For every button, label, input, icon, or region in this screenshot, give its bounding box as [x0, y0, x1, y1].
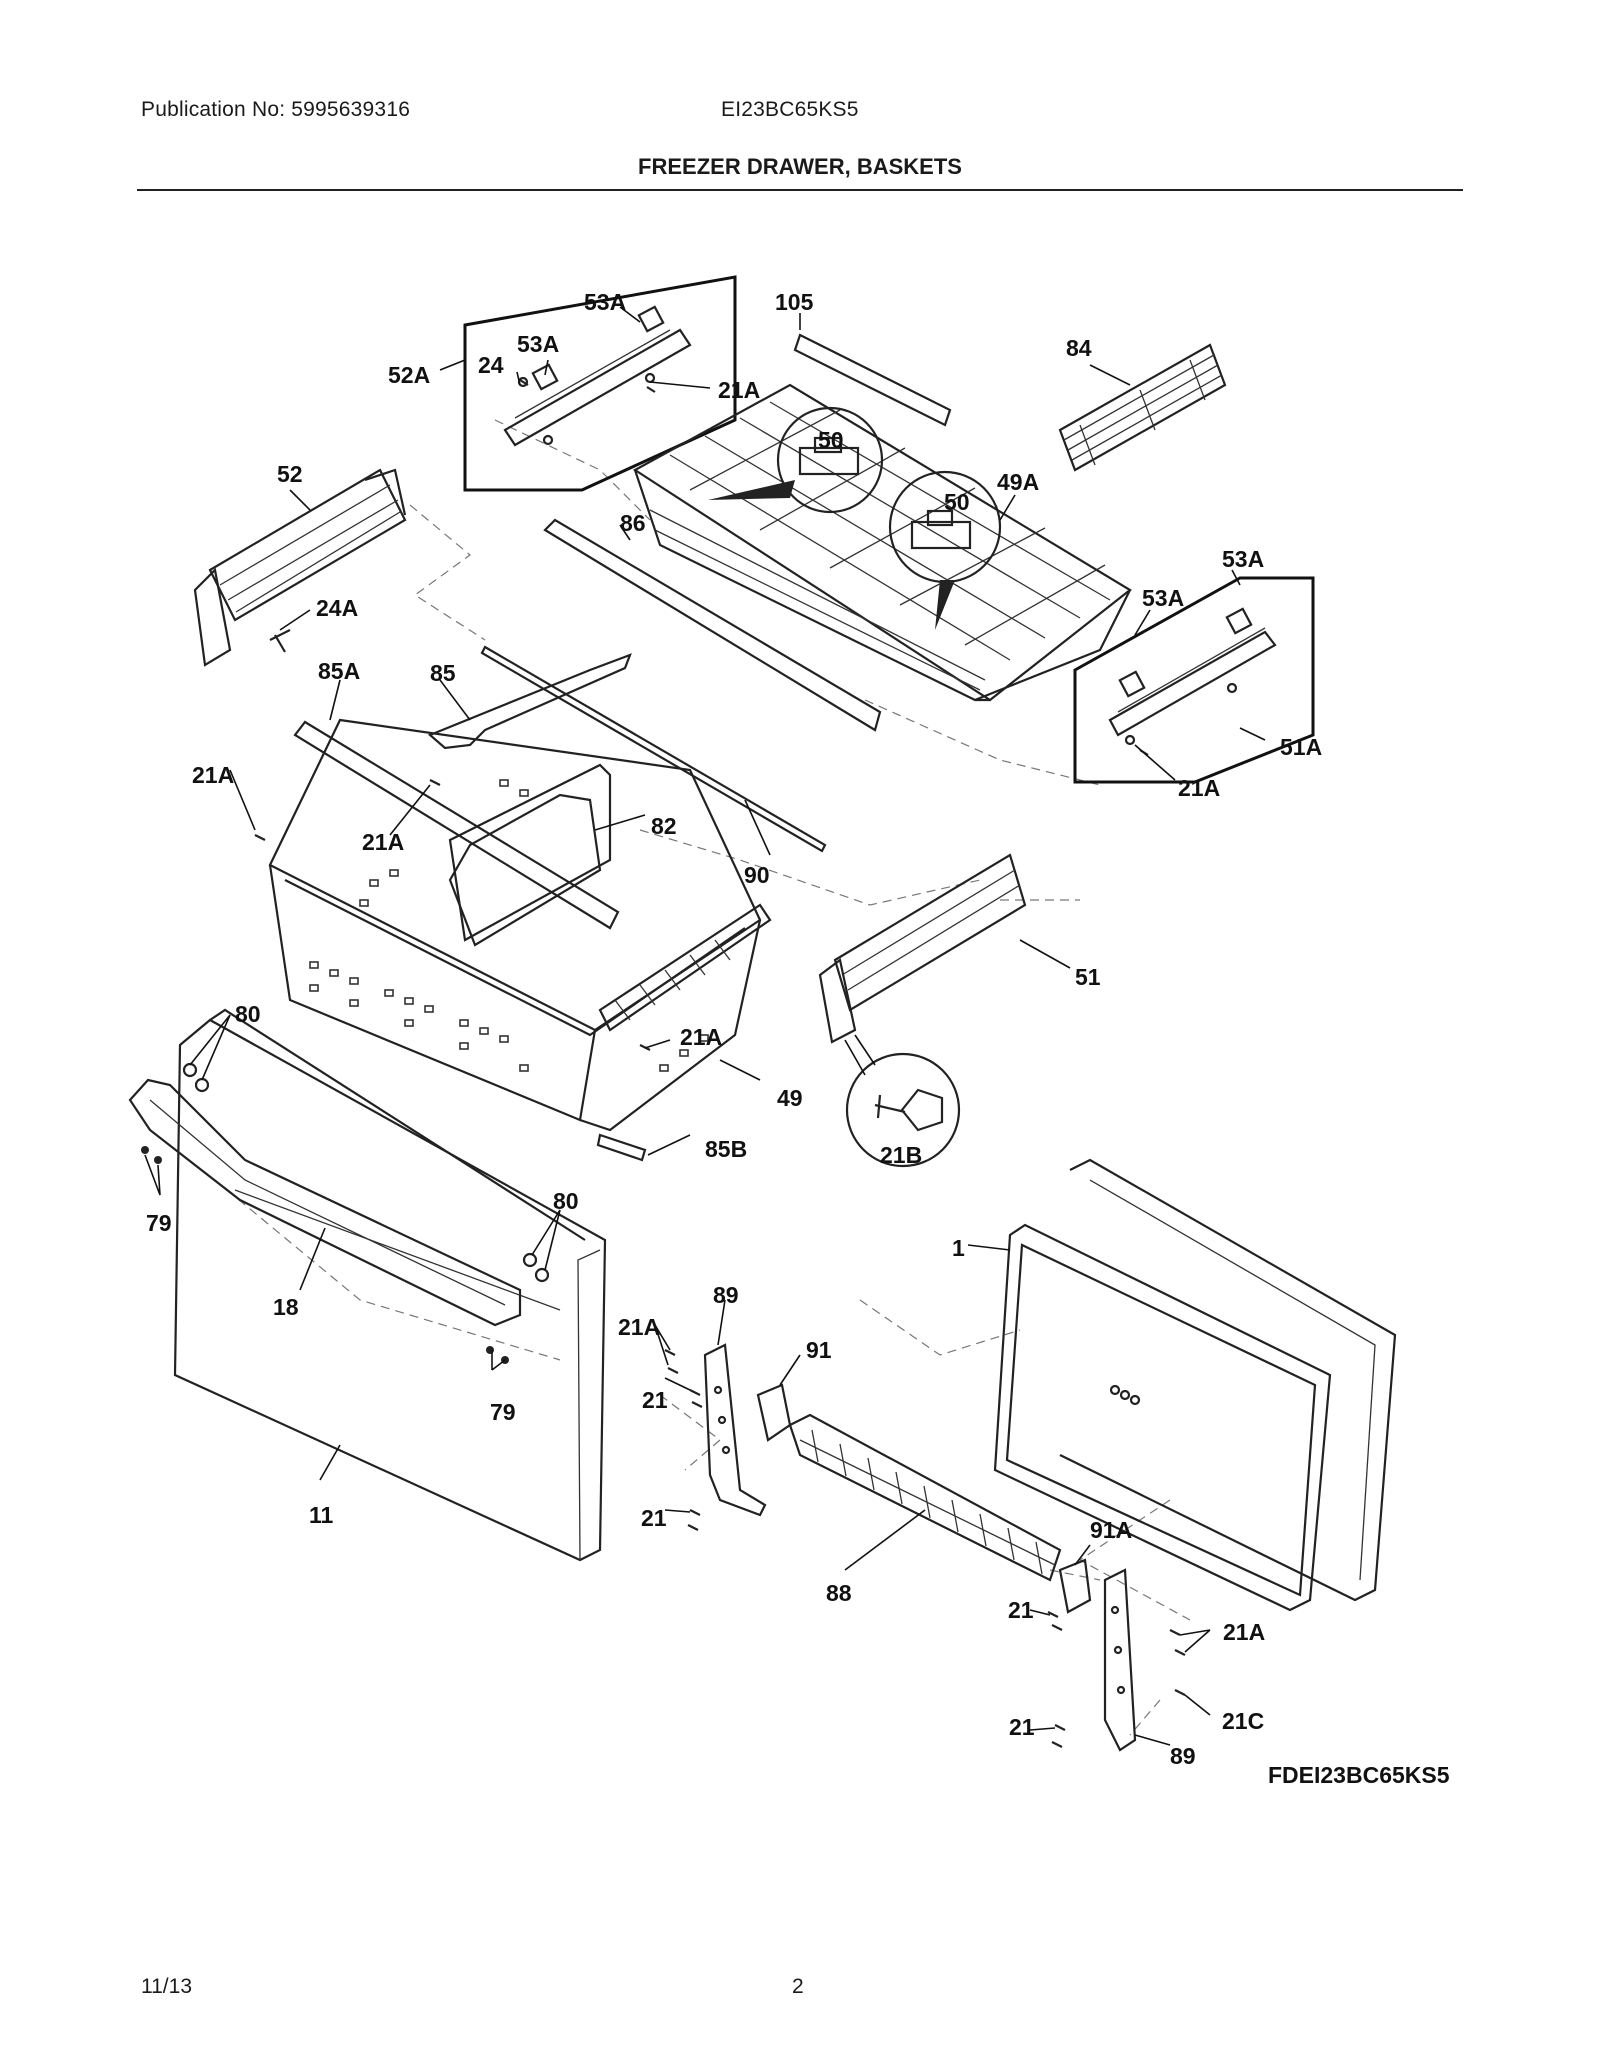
callout-21: 21	[1009, 1714, 1035, 1740]
callout-24: 24	[478, 352, 504, 378]
diagram-id-label: FDEI23BC65KS5	[1268, 1762, 1450, 1788]
part-84-grille	[1058, 343, 1227, 472]
callout-labels: 53A 105 84 52A 24 53A 21A 50 52 50 49A 8…	[146, 289, 1450, 1788]
callout-52: 52	[277, 461, 303, 487]
part-1-gasket	[993, 1223, 1332, 1612]
callout-89: 89	[1170, 1743, 1196, 1769]
detail-circle-50-a	[708, 406, 884, 514]
callout-21A: 21A	[1178, 775, 1220, 801]
callout-53A: 53A	[1142, 585, 1184, 611]
publication-number: Publication No: 5995639316	[141, 98, 411, 121]
callout-21: 21	[642, 1387, 668, 1413]
part-24A-screw	[269, 629, 291, 653]
callout-85: 85	[430, 660, 456, 686]
callout-21: 21	[641, 1505, 667, 1531]
callout-21A: 21A	[618, 1314, 660, 1340]
callout-89: 89	[713, 1282, 739, 1308]
part-82-bin-divider	[448, 763, 612, 942]
callout-21A: 21A	[680, 1024, 722, 1050]
page-title: FREEZER DRAWER, BASKETS	[638, 154, 962, 179]
callout-11: 11	[309, 1502, 334, 1528]
part-88-wire-bin	[788, 1413, 1062, 1582]
callout-91: 91	[806, 1337, 832, 1363]
callout-24A: 24A	[316, 595, 358, 621]
callout-21A: 21A	[718, 377, 760, 403]
callout-85B: 85B	[705, 1136, 747, 1162]
callout-79: 79	[146, 1210, 172, 1236]
callout-21A: 21A	[192, 762, 234, 788]
part-51-right-rail	[818, 853, 1027, 1044]
callout-1: 1	[952, 1235, 965, 1261]
callout-90: 90	[744, 862, 770, 888]
callout-21A: 21A	[362, 829, 404, 855]
callout-86: 86	[620, 510, 646, 536]
callout-85A: 85A	[318, 658, 360, 684]
callout-91A: 91A	[1090, 1517, 1132, 1543]
detail-circle-21B	[844, 1034, 961, 1168]
part-85-divider	[427, 653, 632, 750]
part-85B-bar	[596, 1133, 647, 1162]
callout-84: 84	[1066, 335, 1092, 361]
part-105-strip	[793, 333, 952, 427]
part-89-bracket-right	[1103, 1568, 1137, 1752]
callout-105: 105	[775, 289, 814, 315]
callout-21A: 21A	[1223, 1619, 1265, 1645]
callout-50: 50	[944, 489, 970, 515]
detail-circle-50-b	[888, 470, 1002, 630]
callout-21B: 21B	[880, 1142, 922, 1168]
callout-21: 21	[1008, 1597, 1034, 1623]
publication-date: 11/13	[141, 1975, 192, 1998]
part-49A-wire-basket	[632, 383, 1132, 702]
slide-assembly-box-right	[1073, 576, 1315, 784]
part-91-clip	[756, 1383, 792, 1442]
callout-21C: 21C	[1222, 1708, 1264, 1734]
part-18-handle	[128, 1078, 522, 1327]
callout-80: 80	[235, 1001, 261, 1027]
callout-82: 82	[651, 813, 677, 839]
callout-51: 51	[1075, 964, 1101, 990]
part-11-door-panel	[173, 1008, 607, 1562]
part-86-front-rail	[543, 518, 882, 732]
part-89-bracket-left	[703, 1343, 767, 1517]
part-49-freezer-basket	[268, 718, 772, 1132]
model-number: EI23BC65KS5	[721, 98, 859, 121]
part-79-screws	[141, 1146, 509, 1364]
callout-52A: 52A	[388, 362, 430, 388]
callout-53A: 53A	[1222, 546, 1264, 572]
callout-50: 50	[818, 427, 844, 453]
callout-51A: 51A	[1280, 734, 1322, 760]
part-52-left-rail	[193, 468, 407, 667]
callout-49A: 49A	[997, 469, 1039, 495]
page-number: 2	[792, 1975, 804, 1998]
assembly-guide-lines	[214, 419, 1191, 1736]
callout-80: 80	[553, 1188, 579, 1214]
callout-53A: 53A	[584, 289, 626, 315]
part-80-studs	[182, 1062, 550, 1283]
callout-88: 88	[826, 1580, 852, 1606]
part-85A-divider	[293, 720, 620, 930]
part-90-rod	[480, 645, 827, 853]
leader-lines	[144, 306, 1266, 1746]
callout-53A: 53A	[517, 331, 559, 357]
inner-door-liner	[1059, 1158, 1397, 1602]
title-divider	[137, 189, 1463, 191]
callout-79: 79	[490, 1399, 516, 1425]
callout-18: 18	[273, 1294, 299, 1320]
part-91A-clip	[1058, 1558, 1092, 1614]
callout-49: 49	[777, 1085, 803, 1111]
